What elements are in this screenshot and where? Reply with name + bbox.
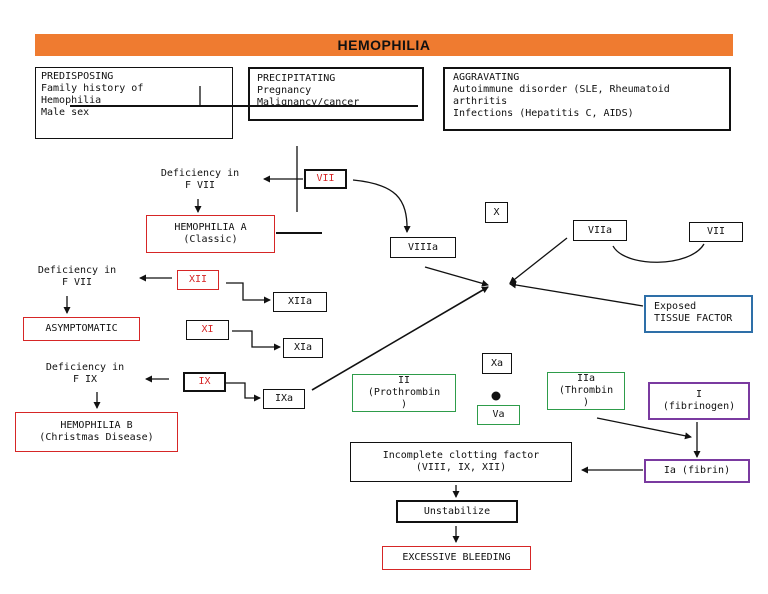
arrow-xi-to-xia	[232, 330, 281, 351]
deficiency-f-vii-left: Deficiency in F VII	[37, 265, 117, 288]
curve-vii-to-viia	[612, 243, 705, 263]
plus-dot	[491, 391, 501, 401]
factor-viia: VIIa	[573, 220, 627, 241]
deficiency-f-ix: Deficiency in F IX	[45, 362, 125, 385]
exposed-tissue-factor-box: Exposed TISSUE FACTOR	[644, 295, 753, 333]
arrow-ixa-to-center	[311, 286, 489, 391]
factor-xi: XI	[186, 320, 229, 340]
incomplete-clotting-box: Incomplete clotting factor (VIII, IX, XI…	[350, 442, 572, 482]
arrow-tissue-factor-to-center	[509, 281, 644, 307]
factor-xia: XIa	[283, 338, 323, 358]
arrow-ix-to-ixa	[226, 382, 261, 402]
factor-vii-right: VII	[689, 222, 743, 242]
asymptomatic-box: ASYMPTOMATIC	[23, 317, 140, 341]
deficiency-f-vii-top: Deficiency in F VII	[160, 168, 240, 191]
fibrinogen-box: I (fibrinogen)	[648, 382, 750, 420]
prothrombin-box: II (Prothrombin )	[352, 374, 456, 412]
page-title: HEMOPHILIA	[35, 34, 733, 56]
arrow-viiia-to-center	[424, 266, 489, 287]
hemophilia-a-box: HEMOPHILIA A (Classic)	[146, 215, 275, 253]
unstabilize-box: Unstabilize	[396, 500, 518, 523]
aggravating-box: AGGRAVATING Autoimmune disorder (SLE, Rh…	[443, 67, 731, 131]
factor-ix: IX	[183, 372, 226, 392]
factor-va: Va	[477, 405, 520, 425]
precipitating-box: PRECIPITATING Pregnancy Malignancy/cance…	[248, 67, 424, 121]
thrombin-box: IIa (Thrombin )	[547, 372, 625, 410]
fibrin-box: Ia (fibrin)	[644, 459, 750, 483]
factor-x: X	[485, 202, 508, 223]
factor-viiia: VIIIa	[390, 237, 456, 258]
excessive-bleeding-box: EXCESSIVE BLEEDING	[382, 546, 531, 570]
arrow-viia-to-center	[509, 237, 568, 284]
factor-vii-top: VII	[304, 169, 347, 189]
arrow-vii-to-viiia	[352, 179, 411, 233]
factor-ixa: IXa	[263, 389, 305, 409]
factor-xiia: XIIa	[273, 292, 327, 312]
arrow-iia-to-fibrinogen	[596, 417, 692, 440]
arrow-xii-to-xiia	[226, 282, 271, 304]
factor-xa: Xa	[482, 353, 512, 374]
hemophilia-b-box: HEMOPHILIA B (Christmas Disease)	[15, 412, 178, 452]
factor-xii: XII	[177, 270, 219, 290]
